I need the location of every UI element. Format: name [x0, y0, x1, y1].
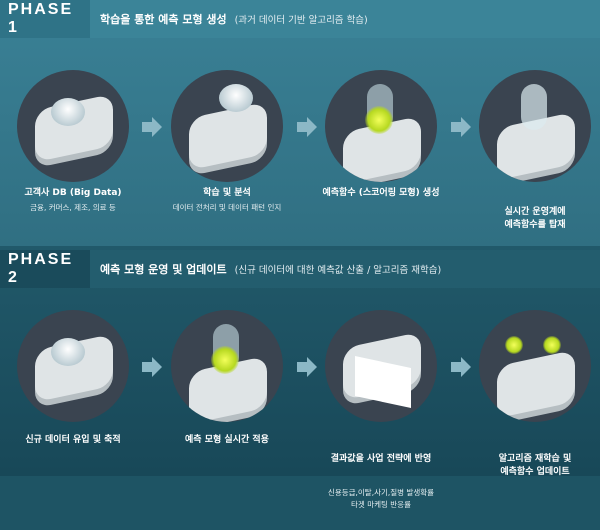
phase-2-section: PHASE 2 예측 모형 운영 및 업데이트 (신규 데이터에 대한 예측값 …	[0, 246, 600, 509]
step-caption: 학습 및 분석	[203, 188, 251, 198]
step-business-strategy: 결과값을 사업 전략에 반영 신용등급,이탈,사기,질병 발생확률 타겟 마케팅…	[306, 434, 456, 530]
phase-subtitle: (신규 데이터에 대한 예측값 산출 / 알고리즘 재학습)	[234, 265, 442, 276]
step-retraining: 알고리즘 재학습 및 예측함수 업데이트	[460, 434, 600, 498]
step-new-data: 신규 데이터 유입 및 축적	[0, 434, 148, 447]
step-detail: 데이터 전처리 및 데이터 패턴 인지	[172, 203, 282, 212]
new-data-illustration	[17, 310, 129, 422]
step-realtime-apply: 예측 모형 실시간 적용	[152, 434, 302, 447]
phase-title: 예측 모형 운영 및 업데이트	[100, 263, 227, 276]
phase-label: PHASE 1	[0, 0, 90, 38]
deployment-illustration	[479, 70, 591, 182]
step-caption: 알고리즘 재학습 및 예측함수 업데이트	[498, 454, 572, 477]
phase-subtitle: (과거 데이터 기반 알고리즘 학습)	[234, 15, 368, 26]
step-scoring-model: 예측함수 (스코어링 모형) 생성	[306, 187, 456, 200]
learning-analysis-illustration	[171, 70, 283, 182]
report-output-illustration	[325, 310, 437, 422]
step-learning: 학습 및 분석 데이터 전처리 및 데이터 패턴 인지	[152, 187, 302, 214]
step-caption: 예측함수 (스코어링 모형) 생성	[322, 188, 440, 198]
phase-label: PHASE 2	[0, 250, 90, 288]
phase-title: 학습을 통한 예측 모형 생성	[100, 13, 227, 26]
retraining-illustration	[479, 310, 591, 422]
phase-2-header: PHASE 2 예측 모형 운영 및 업데이트 (신규 데이터에 대한 예측값 …	[0, 250, 600, 288]
database-illustration	[17, 70, 129, 182]
step-caption: 신규 데이터 유입 및 축적	[25, 435, 121, 445]
scoring-model-illustration	[325, 70, 437, 182]
step-detail: 금융, 커머스, 제조, 의료 등	[30, 203, 116, 212]
step-customer-db: 고객사 DB (Big Data) 금융, 커머스, 제조, 의료 등	[0, 187, 148, 214]
step-caption: 예측 모형 실시간 적용	[185, 435, 269, 445]
realtime-apply-illustration	[171, 310, 283, 422]
step-detail: 신용등급,이탈,사기,질병 발생확률 타겟 마케팅 반응률	[327, 488, 435, 509]
step-caption: 고객사 DB (Big Data)	[24, 188, 122, 198]
step-caption: 실시간 운영계에 예측함수를 탑재	[504, 207, 566, 230]
step-caption: 결과값을 사업 전략에 반영	[330, 454, 432, 464]
step-deploy: 실시간 운영계에 예측함수를 탑재	[460, 187, 600, 251]
phase-1-section: PHASE 1 학습을 통한 예측 모형 생성 (과거 데이터 기반 알고리즘 …	[0, 0, 600, 246]
phase-1-header: PHASE 1 학습을 통한 예측 모형 생성 (과거 데이터 기반 알고리즘 …	[0, 0, 600, 38]
